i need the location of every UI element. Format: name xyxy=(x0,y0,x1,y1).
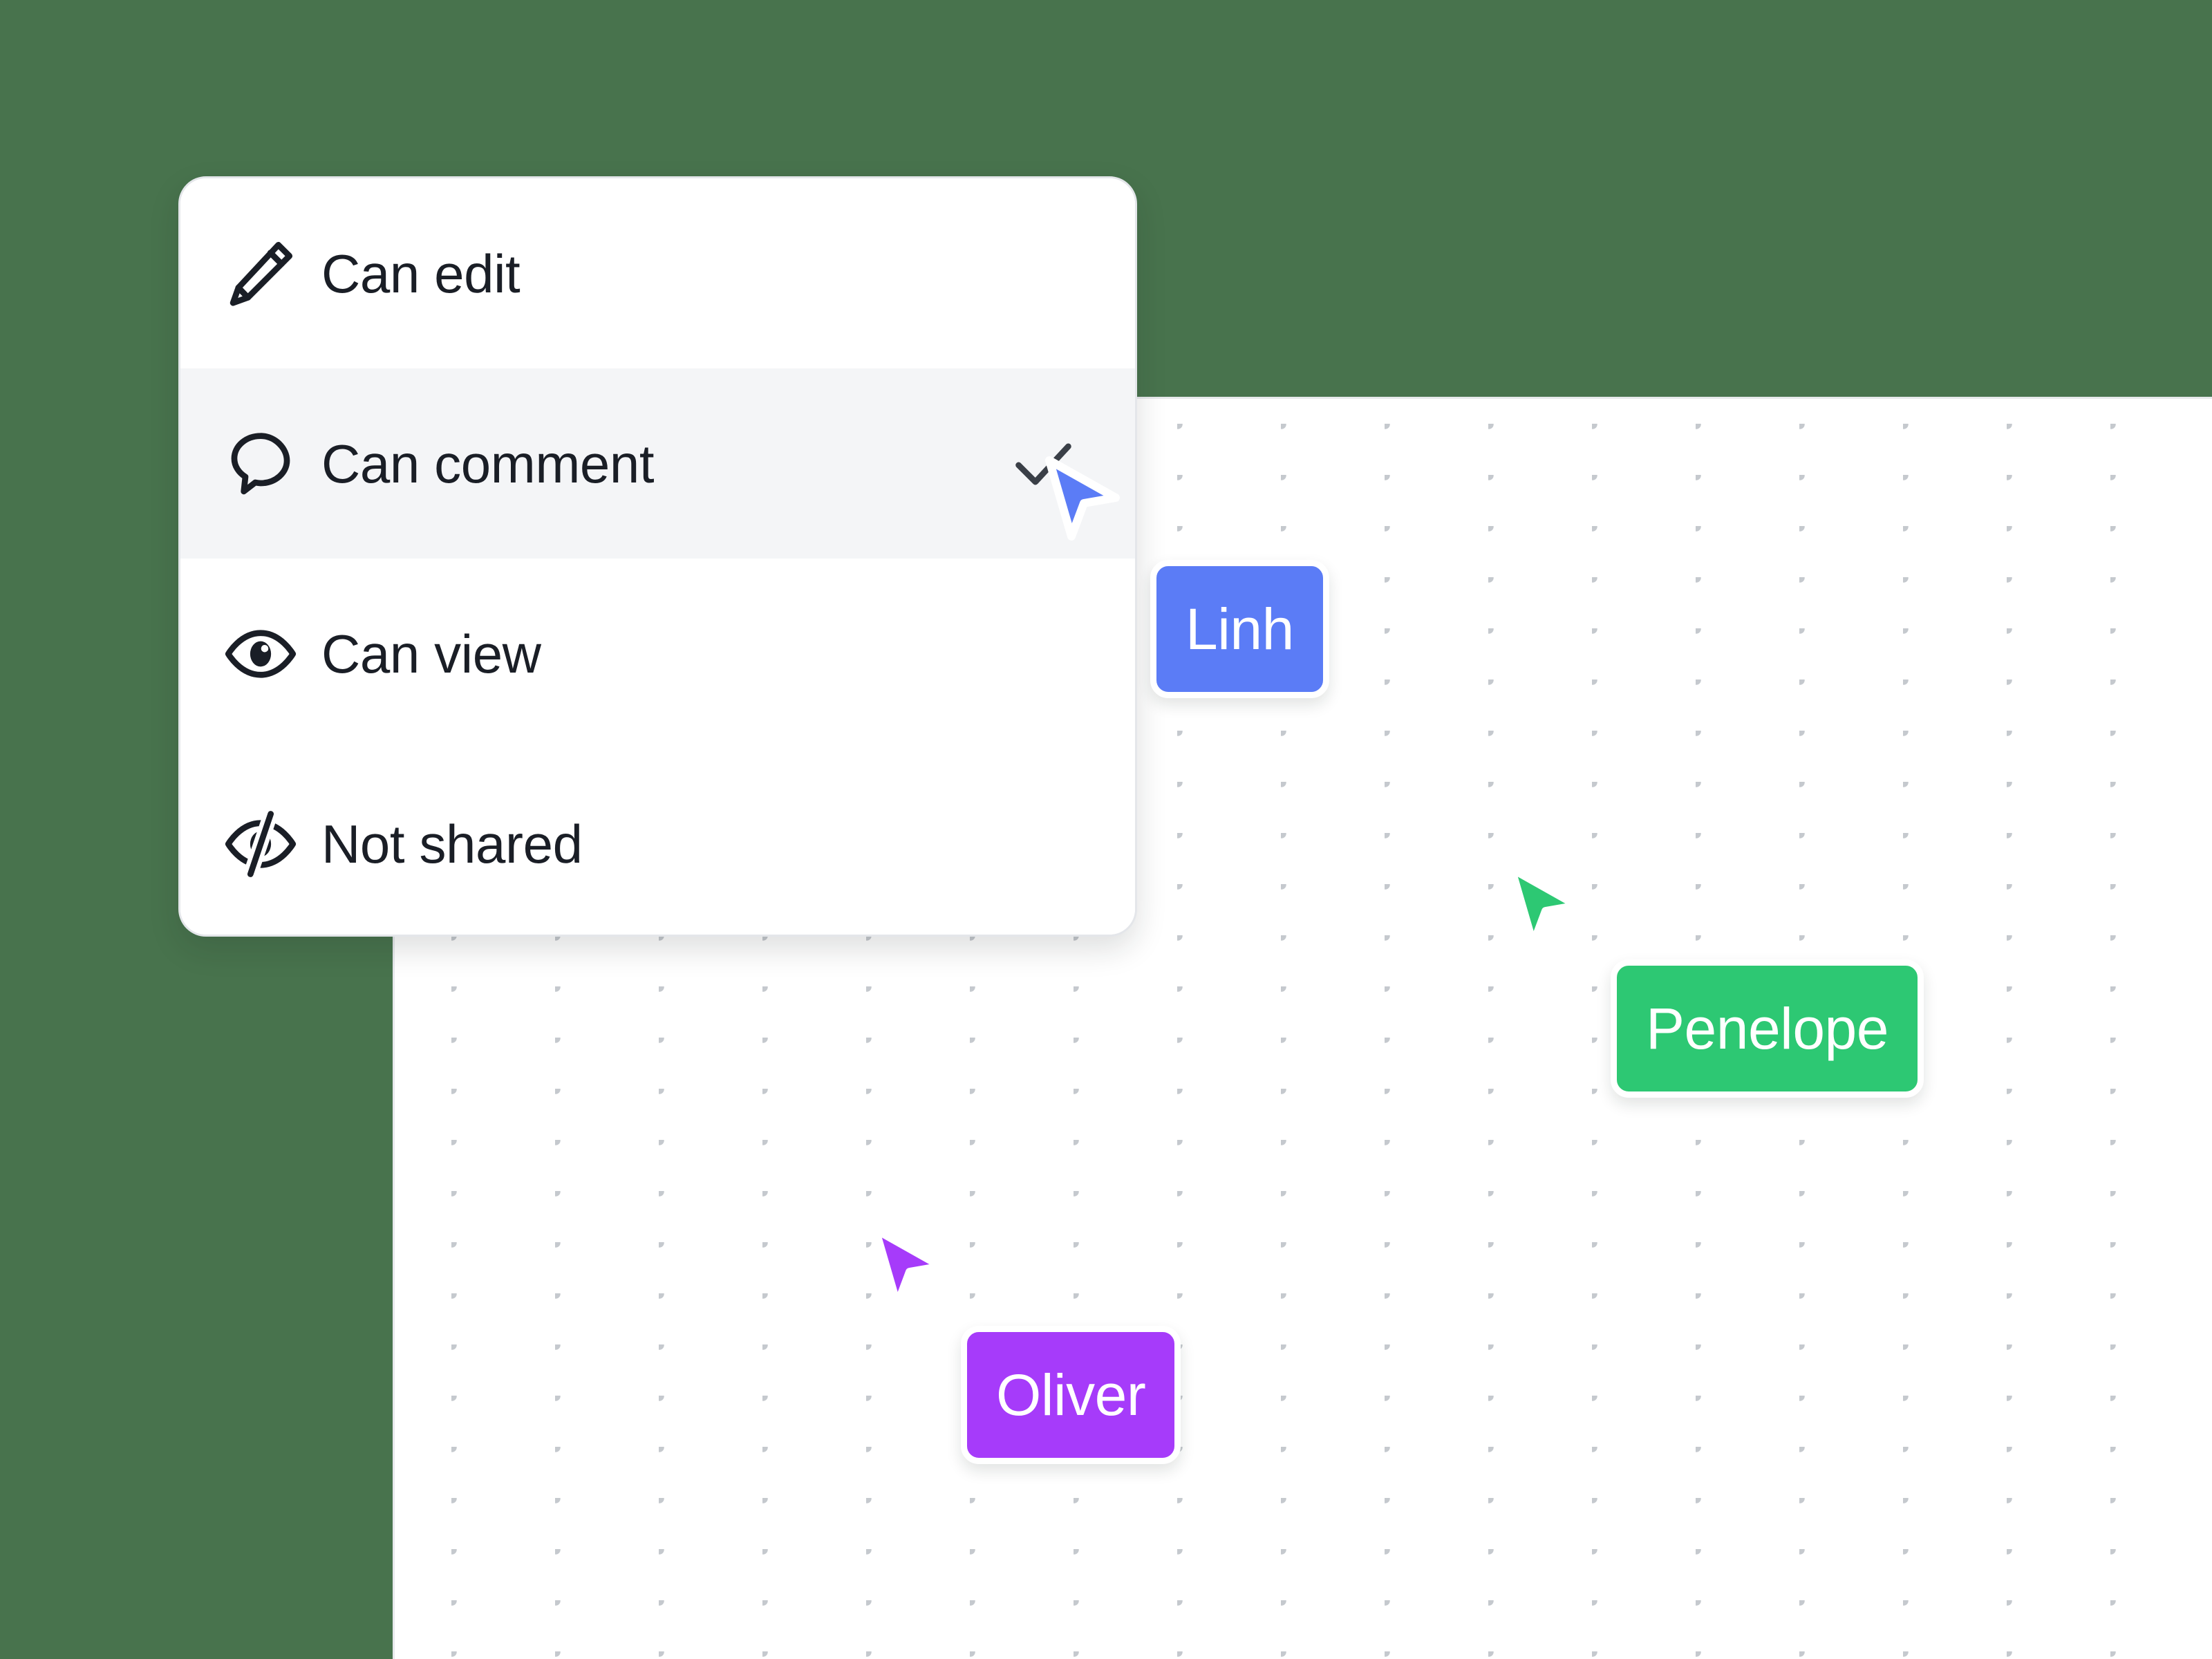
permission-dropdown-menu: Can edit Can comment xyxy=(178,176,1137,937)
collaborator-name-tag-oliver: Oliver xyxy=(961,1326,1181,1464)
menu-item-can-comment[interactable]: Can comment xyxy=(180,368,1135,559)
menu-item-can-view[interactable]: Can view xyxy=(180,559,1135,749)
check-icon xyxy=(998,422,1088,505)
collaborator-name-tag-linh: Linh xyxy=(1150,560,1329,698)
menu-item-label: Can view xyxy=(321,623,541,684)
menu-item-label: Not shared xyxy=(321,813,583,874)
menu-item-not-shared[interactable]: Not shared xyxy=(180,749,1135,935)
comment-icon xyxy=(219,422,302,505)
pencil-icon xyxy=(219,232,302,315)
eye-icon xyxy=(219,612,302,695)
cursor-arrow-icon-penelope xyxy=(1506,864,1588,961)
menu-item-label: Can edit xyxy=(321,243,521,304)
menu-item-can-edit[interactable]: Can edit xyxy=(180,178,1135,368)
menu-item-label: Can comment xyxy=(321,433,655,494)
eye-slash-icon xyxy=(219,803,302,885)
cursor-arrow-icon-oliver xyxy=(870,1225,953,1322)
cursor-arrow-icon-linh xyxy=(1044,456,1127,553)
collaborator-name-tag-penelope: Penelope xyxy=(1611,959,1924,1098)
